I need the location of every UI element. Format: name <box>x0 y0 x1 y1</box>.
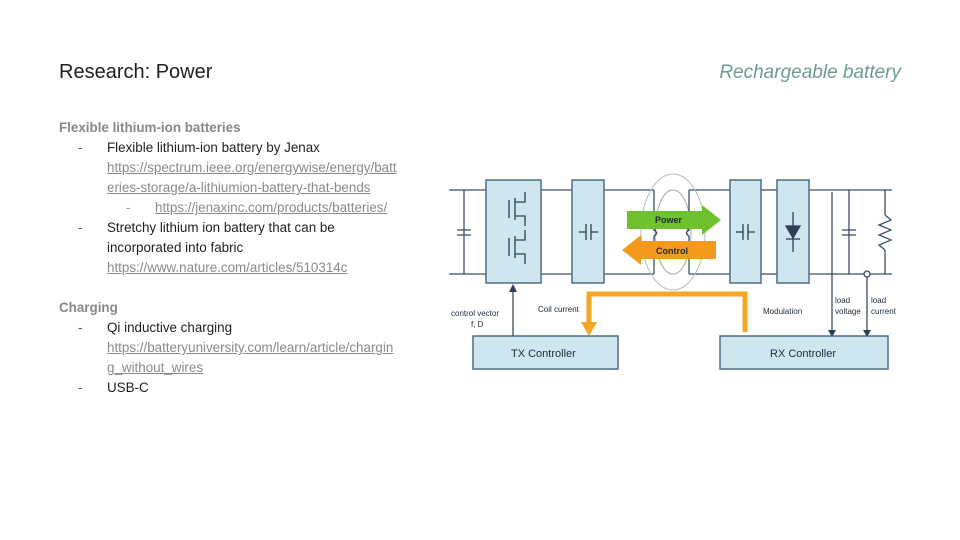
list-item-jenax: - Flexible lithium-ion battery by Jenax … <box>59 138 399 198</box>
section-heading-charging: Charging <box>59 300 118 315</box>
slide-subtitle: Rechargeable battery <box>719 62 901 83</box>
modulation-label: Modulation <box>763 307 802 316</box>
research-notes: Flexible lithium-ion batteries - Flexibl… <box>59 118 399 398</box>
section-heading-batteries: Flexible lithium-ion batteries <box>59 120 241 135</box>
load-current-label-2: current <box>871 307 897 316</box>
rectifier-block <box>776 179 810 284</box>
tx-capacitor-block <box>571 179 605 284</box>
list-item-qi-charging: - Qi inductive charging https://batteryu… <box>59 318 399 378</box>
block-symbols <box>508 192 802 264</box>
rx-capacitor-block <box>729 179 762 284</box>
list-item-text: Qi inductive charging <box>107 320 233 335</box>
bullet-dash: - <box>78 380 83 395</box>
tx-controller-label: TX Controller <box>511 348 576 360</box>
control-arrow <box>622 235 716 265</box>
link-battery-university[interactable]: https://batteryuniversity.com/learn/arti… <box>107 340 394 375</box>
list-item-text: USB-C <box>107 380 149 395</box>
wireless-charging-diagram: Power Control TX Controller RX Controlle… <box>449 173 897 370</box>
load-current-label-1: load <box>871 296 886 305</box>
signal-arrows <box>512 192 871 336</box>
circuit-blocks <box>485 179 810 284</box>
list-item-usb-c: - USB-C <box>59 378 399 398</box>
bullet-dash: - <box>78 320 83 335</box>
rx-controller-block <box>719 335 889 370</box>
list-item-text: Stretchy lithium ion battery that can be… <box>107 220 335 255</box>
link-jenax-products[interactable]: https://jenaxinc.com/products/batteries/ <box>155 200 388 215</box>
coil-current-arrowhead <box>581 322 597 336</box>
tx-controller-block <box>472 335 619 370</box>
control-vector-label: control vector <box>451 309 499 318</box>
inverter-block <box>485 179 542 284</box>
list-item-stretchy-battery: - Stretchy lithium ion battery that can … <box>59 218 399 278</box>
link-ieee-spectrum[interactable]: https://spectrum.ieee.org/energywise/ene… <box>107 160 397 195</box>
control-vector-params-label: f, D <box>471 320 484 329</box>
load-voltage-label-1: load <box>835 296 850 305</box>
list-item-text: Flexible lithium-ion battery by Jenax <box>107 140 320 155</box>
bullet-dash: - <box>78 220 83 235</box>
controller-blocks <box>472 335 889 370</box>
power-arrow <box>627 205 721 235</box>
power-label: Power <box>655 215 683 225</box>
slide-title: Research: Power <box>59 61 213 83</box>
control-label: Control <box>656 246 688 256</box>
link-nature-article[interactable]: https://www.nature.com/articles/510314c <box>107 260 348 275</box>
list-subitem-jenax-products: - https://jenaxinc.com/products/batterie… <box>59 198 399 218</box>
coil-current-label: Coil current <box>538 305 580 314</box>
bullet-dash: - <box>126 200 131 215</box>
bullet-dash: - <box>78 140 83 155</box>
rx-controller-label: RX Controller <box>770 348 836 360</box>
coil-current-path <box>586 291 748 332</box>
load-voltage-label-2: voltage <box>835 307 861 316</box>
